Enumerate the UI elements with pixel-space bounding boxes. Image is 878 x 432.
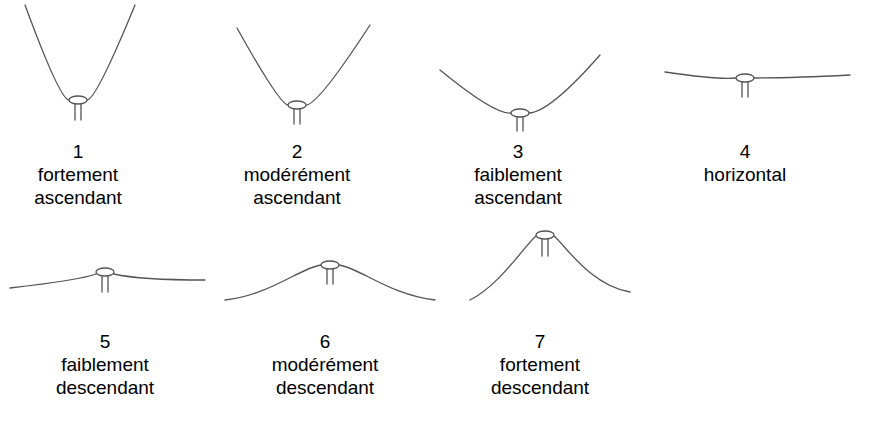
shape-description: faiblement ascendant xyxy=(453,163,583,209)
shape-number: 3 xyxy=(453,140,583,163)
shape-3 xyxy=(440,55,600,131)
shape-description: fortement descendant xyxy=(475,353,605,399)
shape-description: modérément descendant xyxy=(260,353,390,399)
shape-number: 6 xyxy=(260,330,390,353)
shape-description: horizontal xyxy=(680,163,810,186)
shape-number: 5 xyxy=(40,330,170,353)
shape-7 xyxy=(470,231,630,300)
shape-description: modérément ascendant xyxy=(232,163,362,209)
shape-description: faiblement descendant xyxy=(40,353,170,399)
shape-6 xyxy=(225,261,435,300)
shape-number: 2 xyxy=(232,140,362,163)
shape-number: 1 xyxy=(13,140,143,163)
shape-1 xyxy=(25,5,135,120)
shape-number: 7 xyxy=(475,330,605,353)
shape-number: 4 xyxy=(680,140,810,163)
shape-description: fortement ascendant xyxy=(13,163,143,209)
shape-4 xyxy=(665,72,850,97)
shape-2 xyxy=(237,25,370,124)
shape-5 xyxy=(10,268,205,292)
